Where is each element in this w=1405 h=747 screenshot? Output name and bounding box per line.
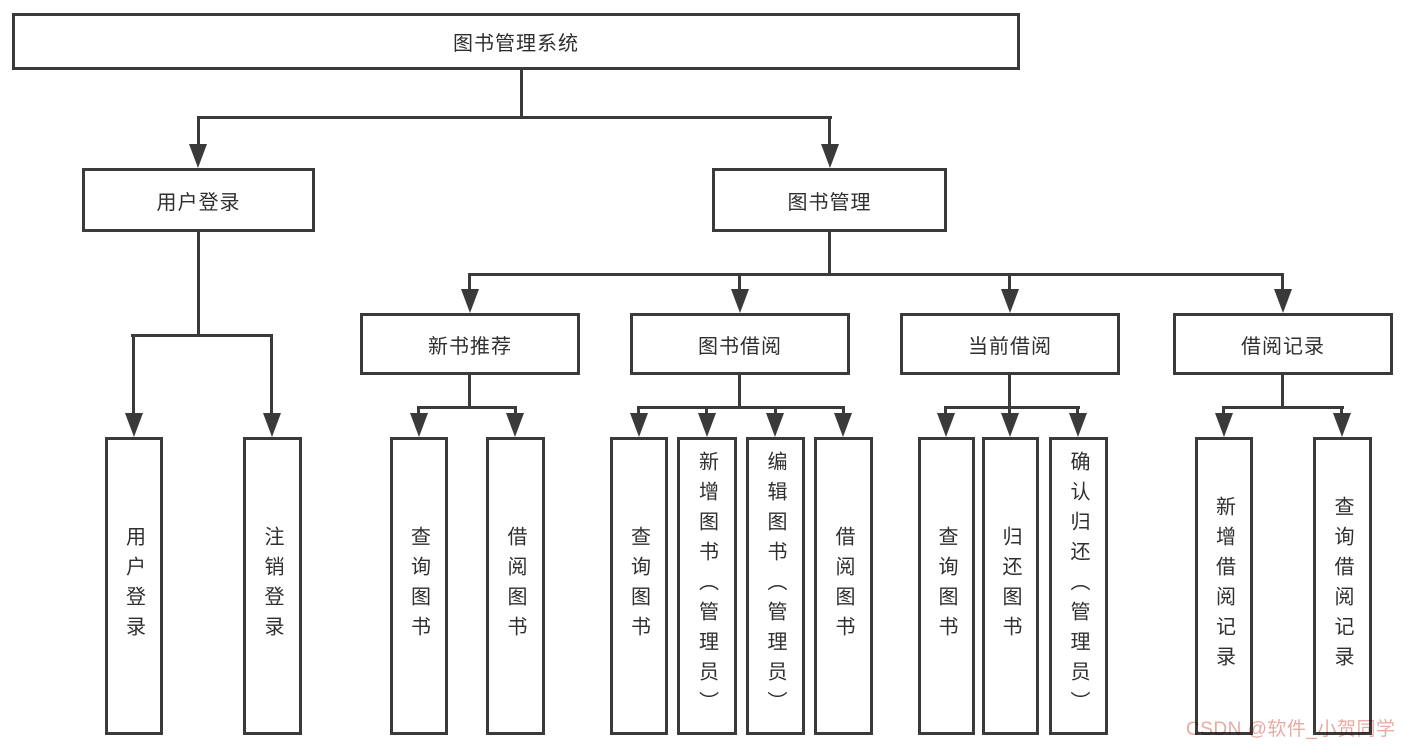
connector-stub — [774, 406, 777, 414]
leaf-query-books-borrowing: 查询图书 — [610, 437, 668, 735]
arrow-down-icon — [263, 413, 281, 437]
connector-book-borrowing-distributor — [637, 406, 845, 409]
connector-stub — [1222, 406, 1225, 414]
connector-stub — [944, 406, 947, 414]
arrow-down-icon — [834, 413, 852, 437]
connector-new-book-trunk — [468, 375, 471, 408]
connector-book-management-trunk — [828, 232, 831, 275]
arrow-down-icon — [1001, 289, 1019, 313]
connector-user-login-trunk — [197, 232, 200, 335]
connector-stub-borrow-records — [1281, 273, 1284, 290]
connector-stub — [637, 406, 640, 414]
connector-stub — [514, 406, 517, 414]
arrow-down-icon — [630, 413, 648, 437]
node-current-borrowing: 当前借阅 — [900, 313, 1120, 375]
connector-level3-distributor — [468, 273, 1284, 276]
connector-stub-leaf-logout — [270, 334, 273, 414]
connector-level2-distributor — [197, 116, 832, 119]
arrow-down-icon — [125, 413, 143, 437]
arrow-down-icon — [189, 144, 207, 168]
leaf-borrow-books-recommend: 借阅图书 — [486, 437, 545, 735]
node-book-borrowing: 图书借阅 — [630, 313, 850, 375]
connector-stub — [705, 406, 708, 414]
connector-stub — [842, 406, 845, 414]
connector-book-borrowing-trunk — [738, 375, 741, 408]
leaf-logout: 注销登录 — [243, 437, 302, 735]
leaf-user-login: 用户登录 — [105, 437, 163, 735]
arrow-down-icon — [731, 289, 749, 313]
connector-stub-leaf-user-login — [132, 334, 135, 414]
arrow-down-icon — [821, 144, 839, 168]
leaf-confirm-return-admin: 确认归还（管理员） — [1049, 437, 1108, 735]
connector-borrow-records-trunk — [1281, 375, 1284, 408]
leaf-add-book-admin: 新增图书（管理员） — [677, 437, 737, 735]
connector-new-book-distributor — [417, 406, 517, 409]
connector-root-trunk — [520, 70, 523, 117]
arrow-down-icon — [506, 413, 524, 437]
leaf-borrow-books-borrowing: 借阅图书 — [814, 437, 873, 735]
connector-stub-current-borrowing — [1008, 273, 1011, 290]
node-borrow-records: 借阅记录 — [1173, 313, 1393, 375]
connector-stub-book-management — [828, 116, 831, 145]
connector-current-borrowing-trunk — [1008, 375, 1011, 408]
arrow-down-icon — [1215, 413, 1233, 437]
connector-stub — [1008, 406, 1011, 414]
watermark: CSDN @软件_小贺同学 — [1186, 719, 1396, 740]
connector-stub-user-login — [197, 116, 200, 145]
arrow-down-icon — [1069, 413, 1087, 437]
leaf-add-borrow-record: 新增借阅记录 — [1195, 437, 1253, 735]
arrow-down-icon — [410, 413, 428, 437]
leaf-return-books: 归还图书 — [982, 437, 1039, 735]
arrow-down-icon — [698, 413, 716, 437]
arrow-down-icon — [461, 289, 479, 313]
connector-stub-book-borrowing — [738, 273, 741, 290]
connector-current-borrowing-distributor — [944, 406, 1080, 409]
connector-stub-new-book — [468, 273, 471, 290]
connector-borrow-records-distributor — [1222, 406, 1344, 409]
connector-stub — [1076, 406, 1079, 414]
arrow-down-icon — [1001, 413, 1019, 437]
arrow-down-icon — [766, 413, 784, 437]
arrow-down-icon — [1333, 413, 1351, 437]
connector-stub — [417, 406, 420, 414]
arrow-down-icon — [1274, 289, 1292, 313]
leaf-query-borrow-record: 查询借阅记录 — [1313, 437, 1372, 735]
leaf-edit-book-admin: 编辑图书（管理员） — [746, 437, 805, 735]
connector-stub — [1340, 406, 1343, 414]
connector-user-login-distributor — [131, 334, 273, 337]
node-book-management: 图书管理 — [712, 168, 947, 232]
arrow-down-icon — [937, 413, 955, 437]
leaf-query-books-current: 查询图书 — [918, 437, 975, 735]
leaf-query-books-recommend: 查询图书 — [390, 437, 448, 735]
node-new-book-recommend: 新书推荐 — [360, 313, 580, 375]
node-root: 图书管理系统 — [12, 13, 1020, 70]
node-user-login: 用户登录 — [82, 168, 315, 232]
